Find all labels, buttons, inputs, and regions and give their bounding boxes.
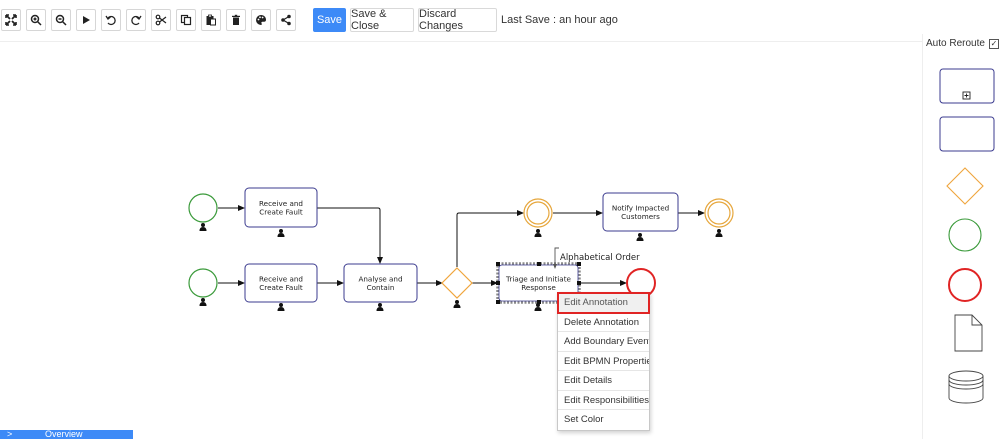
overview-label: Overview [45,430,83,439]
fit-screen-icon[interactable] [1,9,21,31]
menu-item-edit-responsibilities[interactable]: Edit Responsibilities [558,391,649,410]
play-icon[interactable] [76,9,96,31]
palette-end-event[interactable] [947,267,983,303]
share-icon[interactable] [276,9,296,31]
overview-panel-toggle[interactable]: > Overview [0,430,133,439]
last-save-status: Last Save : an hour ago [501,14,618,26]
palette-subprocess[interactable] [939,68,995,104]
sequence-flows [218,205,705,286]
task-notify[interactable] [602,192,679,232]
task-receive-top[interactable] [244,187,318,228]
toolbar: Save Save & Close Discard Changes Last S… [0,0,1000,42]
chevron-right-icon: > [7,430,13,439]
menu-item-delete-annotation[interactable]: Delete Annotation [558,313,649,332]
flow-gateway-intermediate [456,210,524,267]
zoom-out-icon[interactable] [51,9,71,31]
palette-icon[interactable] [251,9,271,31]
auto-reroute-label: Auto Reroute [926,38,985,49]
undo-icon[interactable] [101,9,121,31]
task-receive-bottom[interactable] [244,263,318,303]
intermediate-event-right[interactable] [704,198,734,228]
discard-changes-button[interactable]: Discard Changes [418,8,497,32]
copy-icon[interactable] [176,9,196,31]
context-menu: Edit Annotation Delete Annotation Add Bo… [557,292,650,431]
palette-data-object[interactable] [954,314,984,352]
annotation-connector [553,264,557,269]
zoom-in-icon[interactable] [26,9,46,31]
performer-icons [199,223,723,311]
menu-item-set-color[interactable]: Set Color [564,414,604,425]
palette-data-store[interactable] [947,370,985,406]
checkbox-icon[interactable]: ✓ [988,38,999,49]
flow-receive1-analyse [317,207,383,264]
paste-icon[interactable] [201,9,221,31]
auto-reroute-toggle[interactable]: Auto Reroute ✓ [926,38,999,49]
menu-item-edit-details[interactable]: Edit Details [558,371,649,391]
text-annotation[interactable]: Alphabetical Order [560,253,640,263]
redo-icon[interactable] [126,9,146,31]
exclusive-gateway[interactable] [441,267,473,299]
annotation-bracket [554,247,559,264]
delete-icon[interactable] [226,9,246,31]
menu-item-edit-bpmn-properties[interactable]: Edit BPMN Properties [558,352,649,371]
palette-start-event[interactable] [947,217,983,253]
save-close-button[interactable]: Save & Close [350,8,414,32]
save-button[interactable]: Save [313,8,346,32]
intermediate-event[interactable] [523,198,553,228]
cut-icon[interactable] [151,9,171,31]
task-analyse[interactable] [343,263,418,303]
shape-palette: Auto Reroute ✓ [922,34,1000,439]
palette-task[interactable] [939,116,995,152]
start-event-top[interactable] [188,193,218,223]
palette-gateway[interactable] [945,166,985,206]
start-event-bottom[interactable] [188,268,218,298]
menu-item-edit-annotation[interactable]: Edit Annotation [557,292,650,314]
menu-item-add-boundary-event[interactable]: Add Boundary Event [558,332,649,352]
